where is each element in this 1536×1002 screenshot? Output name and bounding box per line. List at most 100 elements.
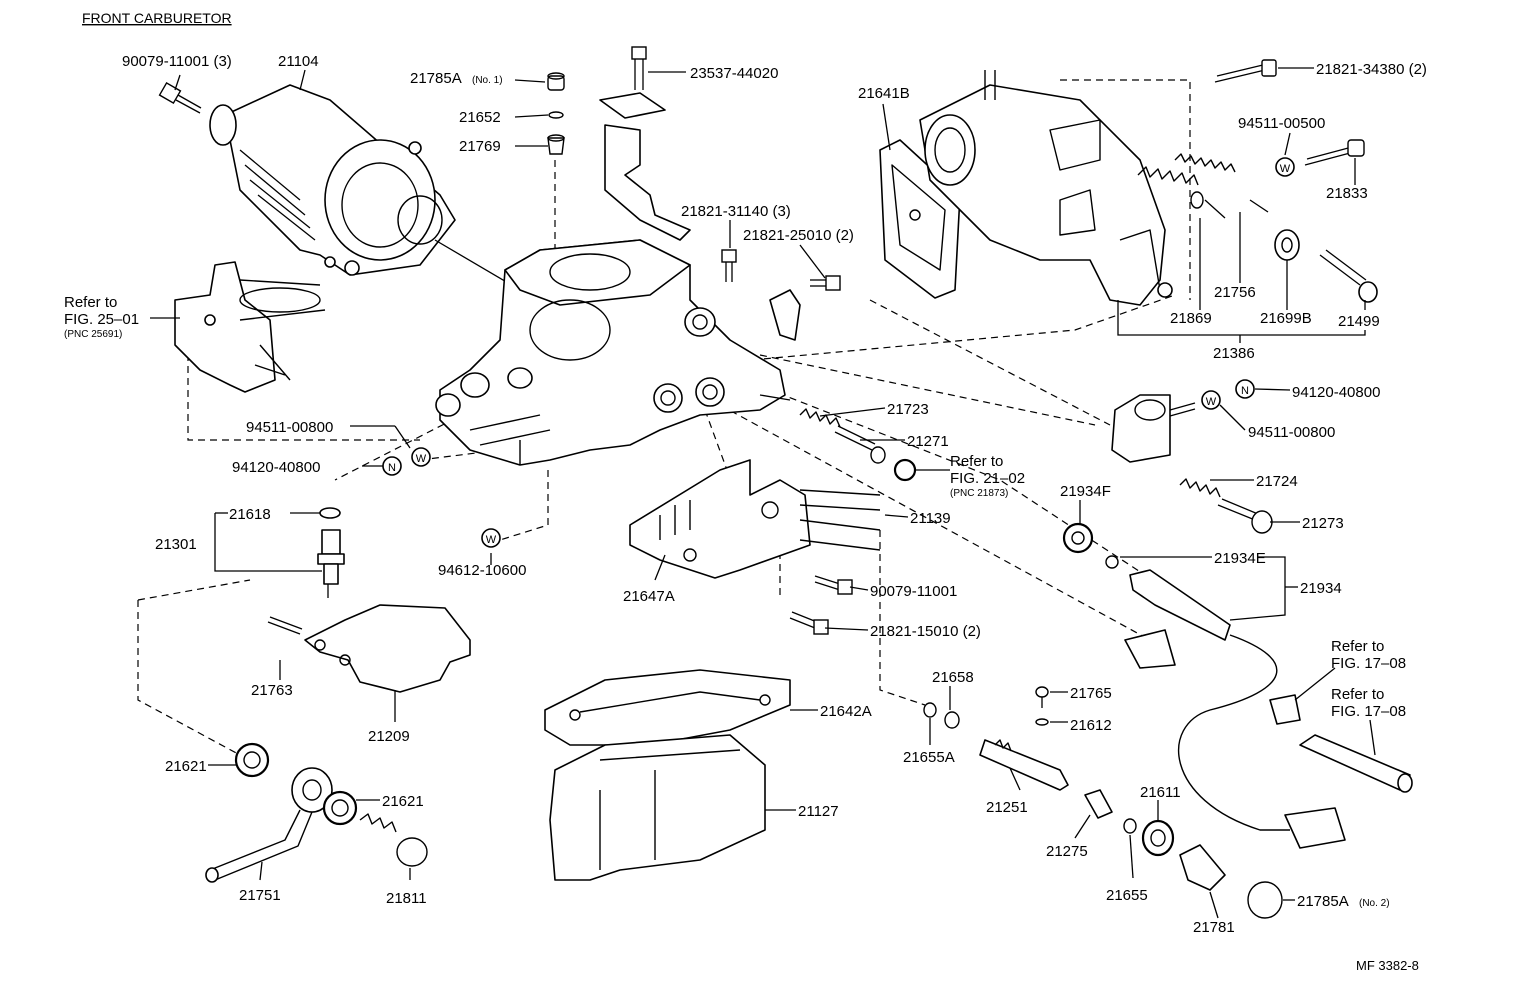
- label-21785A-no1-note: (No. 1): [472, 75, 503, 86]
- part-21833-screw: [1304, 139, 1365, 166]
- label-21811: 21811: [386, 890, 427, 907]
- label-21655: 21655: [1106, 887, 1148, 904]
- label-90079-11001-3: 90079-11001 (3): [122, 53, 232, 70]
- washer-nut-symbols: W N W W N W: [382, 157, 1295, 548]
- label-94120-40800-right: 94120-40800: [1292, 384, 1380, 401]
- part-21386-positioner-assy: [919, 70, 1173, 306]
- part-21821-34380-screw: [1214, 59, 1277, 83]
- label-21499: 21499: [1338, 313, 1380, 330]
- part-21658-21655A-21251: [923, 702, 1069, 791]
- label-21271: 21271: [907, 433, 949, 450]
- label-21209: 21209: [368, 728, 410, 745]
- washer-symbol-94612-10600: W: [486, 534, 497, 546]
- ref-fig25-line2: FIG. 25–01: [64, 311, 139, 328]
- part-21769-plug: [547, 134, 565, 155]
- diagram-title: FRONT CARBURETOR: [82, 10, 232, 26]
- label-21611: 21611: [1140, 784, 1181, 801]
- label-94511-00800-left: 94511-00800: [246, 419, 333, 436]
- label-21386: 21386: [1213, 345, 1255, 362]
- washer-symbol-94511-00800-left: W: [416, 453, 427, 465]
- label-21723: 21723: [887, 401, 929, 418]
- label-21821-15010-2: 21821-15010 (2): [870, 623, 981, 640]
- label-21769: 21769: [459, 138, 501, 155]
- ref-fig25-line3: (PNC 25691): [64, 329, 122, 340]
- nut-symbol-94120-40800-left: N: [388, 462, 396, 474]
- part-21104-choke-housing: [209, 84, 521, 291]
- label-21251: 21251: [986, 799, 1028, 816]
- label-21833: 21833: [1326, 185, 1368, 202]
- label-21724: 21724: [1256, 473, 1298, 490]
- label-21621-left: 21621: [165, 758, 207, 775]
- label-21655A: 21655A: [903, 749, 955, 766]
- nut-symbol-94120-40800-right: N: [1241, 385, 1249, 397]
- part-fig17-connector-hose: [1269, 694, 1413, 793]
- label-21612: 21612: [1070, 717, 1112, 734]
- part-21821-31140-screw: [721, 249, 737, 282]
- label-21127: 21127: [798, 803, 839, 820]
- label-21301: 21301: [155, 536, 197, 553]
- label-94511-00800-right: 94511-00800: [1248, 424, 1335, 441]
- label-21641B: 21641B: [858, 85, 910, 102]
- part-21724-21273: [1179, 478, 1273, 534]
- label-21699B: 21699B: [1260, 310, 1312, 327]
- label-21642A: 21642A: [820, 703, 872, 720]
- figure-code: MF 3382-8: [1356, 958, 1419, 973]
- part-21756-21869-springs: [1137, 153, 1269, 219]
- part-21642A-gasket-21127-bowl: [544, 669, 791, 881]
- label-94511-00500: 94511-00500: [1238, 115, 1325, 132]
- part-21275-21655-21611-21781-21785A: [1084, 789, 1283, 919]
- label-94120-40800-left: 94120-40800: [232, 459, 320, 476]
- ref-fig25-line1: Refer to: [64, 294, 117, 311]
- label-21763: 21763: [251, 682, 293, 699]
- label-21658: 21658: [932, 669, 974, 686]
- label-21785A-no2-note: (No. 2): [1359, 898, 1390, 909]
- label-90079-11001: 90079-11001: [870, 583, 957, 600]
- part-21763-21209-solenoid: [267, 604, 471, 693]
- ref-fig21-line3: (PNC 21873): [950, 488, 1008, 499]
- part-choke-bracket-fig25: [174, 261, 326, 393]
- label-21869: 21869: [1170, 310, 1212, 327]
- part-labels: 90079-11001 (3) 21104 21785A (No. 1) 216…: [122, 53, 1427, 936]
- ref-fig21-line2: FIG. 21–02: [950, 470, 1025, 487]
- ref-fig21-line1: Refer to: [950, 453, 1003, 470]
- label-21821-34380-2: 21821-34380 (2): [1316, 61, 1427, 78]
- part-21934-sensor: [1062, 522, 1346, 849]
- label-21751: 21751: [239, 887, 281, 904]
- label-21785A-no1: 21785A: [410, 70, 462, 87]
- reference-notes: Refer to FIG. 25–01 (PNC 25691) Refer to…: [64, 294, 1406, 720]
- part-21301-thermo-valve: [317, 507, 345, 598]
- ref-fig17b-line2: FIG. 17–08: [1331, 703, 1406, 720]
- label-21618: 21618: [229, 506, 271, 523]
- label-21139: 21139: [910, 510, 951, 527]
- label-21647A: 21647A: [623, 588, 675, 605]
- part-23537-44020-bolt-bracket: [599, 46, 691, 241]
- label-21821-31140-3: 21821-31140 (3): [681, 203, 791, 220]
- washer-symbol-94511-00800-right: W: [1206, 396, 1217, 408]
- label-21934E: 21934E: [1214, 550, 1266, 567]
- label-21104: 21104: [278, 53, 319, 70]
- label-23537-44020: 23537-44020: [690, 65, 778, 82]
- ref-fig17a-line2: FIG. 17–08: [1331, 655, 1406, 672]
- part-21821-25010-screw-bracket: [769, 275, 841, 341]
- label-21273: 21273: [1302, 515, 1344, 532]
- label-21934F: 21934F: [1060, 483, 1111, 500]
- part-90079-11001-screw: [158, 81, 202, 114]
- leader-lines: [150, 67, 1376, 919]
- label-21785A-no2: 21785A: [1297, 893, 1349, 910]
- ref-fig17a-line1: Refer to: [1331, 638, 1384, 655]
- washer-symbol-94511-00500: W: [1280, 163, 1291, 175]
- ref-fig17b-line1: Refer to: [1331, 686, 1384, 703]
- part-21765-21612: [1035, 686, 1049, 726]
- label-21821-25010-2: 21821-25010 (2): [743, 227, 854, 244]
- part-21647A-bracket-21139-hoses: [629, 459, 881, 579]
- part-right-breaker-assy: [1111, 394, 1196, 463]
- label-21621-right: 21621: [382, 793, 424, 810]
- label-21275: 21275: [1046, 843, 1088, 860]
- label-94612-10600: 94612-10600: [438, 562, 526, 579]
- part-21785A-no1-plug: [547, 72, 565, 91]
- label-21756: 21756: [1214, 284, 1256, 301]
- label-21765: 21765: [1070, 685, 1112, 702]
- label-21652: 21652: [459, 109, 501, 126]
- part-21621-21751-21811: [205, 742, 428, 883]
